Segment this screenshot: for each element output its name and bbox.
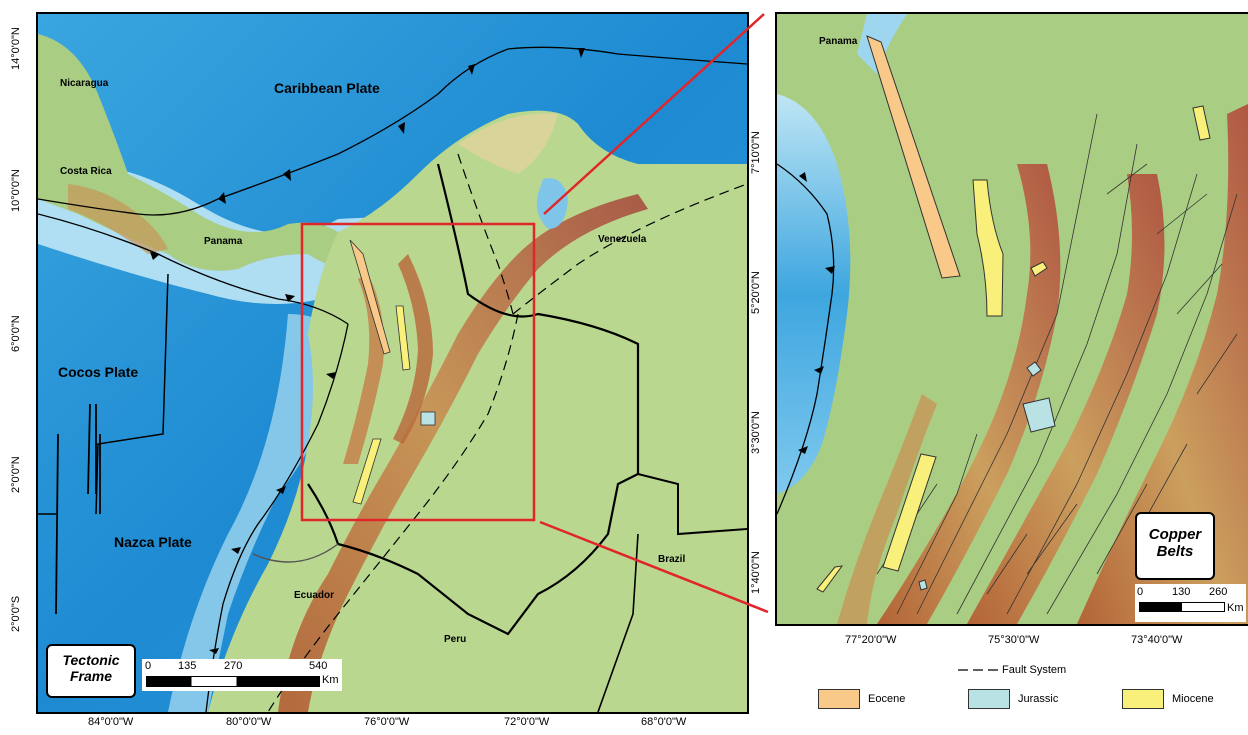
scale-right-unit: Km [1227, 602, 1244, 614]
scale-bar-left: 0 135 270 540 Km [142, 659, 342, 691]
scale-right-260: 260 [1209, 586, 1228, 598]
trench-line [777, 163, 835, 515]
legend-jurassic: Jurassic [968, 689, 1058, 709]
legend-eocene-label: Eocene [868, 693, 906, 705]
scale-right-bar [1139, 602, 1225, 612]
eocene-belt [866, 35, 961, 279]
lon-tick-75-30w: 75°30'0"W [988, 634, 1040, 646]
pacific-ocean [777, 94, 851, 494]
lon-tick-80w: 80°0'0"W [226, 716, 272, 728]
coastal-range [837, 394, 937, 624]
lat-tick-3-30n: 3°30'0"N [750, 411, 762, 454]
copper-belts-map: Panama Copper Belts 0 130 260 Km [775, 12, 1248, 626]
lat-tick-6n: 6°0'0"N [10, 315, 22, 352]
eastern-cordillera [1077, 104, 1248, 624]
scale-left-unit: Km [322, 674, 339, 686]
lon-tick-72w: 72°0'0"W [504, 716, 550, 728]
label-ecuador: Ecuador [294, 590, 335, 601]
legend-jurassic-label: Jurassic [1018, 693, 1059, 705]
miocene-belt-overview-south [352, 438, 382, 505]
miocene-belt-overview-north [395, 305, 411, 371]
lon-tick-68w: 68°0'0"W [641, 716, 687, 728]
lat-tick-1-40n: 1°40'0"N [750, 551, 762, 594]
label-brazil: Brazil [658, 554, 686, 565]
label-panama-inset: Panama [819, 36, 858, 47]
tectonic-frame-title: Tectonic Frame [46, 644, 136, 698]
inset-extent-box [300, 222, 536, 522]
label-peru: Peru [444, 634, 467, 645]
label-costa-rica: Costa Rica [60, 166, 112, 177]
legend-miocene-swatch [1122, 689, 1164, 709]
tectonic-map: Caribbean Plate Cocos Plate Nazca Plate … [36, 12, 749, 714]
miocene-belt-east [1192, 105, 1211, 141]
scale-right-0: 0 [1137, 586, 1144, 598]
plate-boundary-panama [38, 213, 349, 325]
scale-left-540: 540 [309, 660, 328, 672]
label-cocos-plate: Cocos Plate [58, 364, 139, 380]
label-panama: Panama [204, 236, 243, 247]
lat-tick-14n: 14°0'0"N [10, 27, 22, 70]
legend-jurassic-swatch [968, 689, 1010, 709]
miocene-belt-central [972, 179, 1004, 317]
border-colombia [307, 163, 640, 636]
fault-network [876, 113, 1238, 615]
label-venezuela: Venezuela [598, 234, 647, 245]
miocene-belt-south [882, 453, 937, 572]
legend-eocene-swatch [818, 689, 860, 709]
jurassic-belt-overview [420, 411, 436, 426]
legend-miocene: Miocene [1122, 689, 1214, 709]
central-cordillera [967, 174, 1165, 624]
scale-bar-right: 0 130 260 Km [1135, 584, 1246, 622]
legend-fault-label: Fault System [1002, 664, 1067, 676]
fracture-zone [95, 273, 169, 515]
copper-belts-title: Copper Belts [1135, 512, 1215, 580]
relief-costa-rica [68, 184, 168, 254]
tectonic-title-line1: Tectonic [62, 652, 120, 668]
copper-title-line1: Copper [1148, 526, 1202, 543]
land-guajira [458, 113, 558, 174]
scale-left-0: 0 [145, 660, 152, 672]
lon-tick-73-40w: 73°40'0"W [1131, 634, 1183, 646]
jurassic-belt-small [1026, 361, 1042, 377]
scale-left-bar [146, 676, 320, 687]
legend-miocene-label: Miocene [1172, 693, 1214, 705]
tectonic-title-line2: Frame [69, 668, 113, 685]
eocene-belt-overview [349, 239, 391, 355]
subduction-trench [205, 323, 349, 712]
lon-tick-84w: 84°0'0"W [88, 716, 134, 728]
jurassic-belt-large [1022, 397, 1056, 433]
lon-tick-77-20w: 77°20'0"W [845, 634, 897, 646]
label-nicaragua: Nicaragua [60, 78, 109, 89]
transform-faults [55, 403, 101, 615]
andes-central [393, 254, 433, 444]
lat-tick-2s: 2°0'0"S [10, 595, 22, 632]
scale-right-130: 130 [1172, 586, 1191, 598]
legend-fault-system: Fault System [958, 664, 1066, 676]
lat-tick-7-10n: 7°10'0"N [750, 131, 762, 174]
border-ecuador [252, 543, 339, 563]
label-nazca-plate: Nazca Plate [114, 534, 192, 550]
legend-eocene: Eocene [818, 689, 905, 709]
lat-tick-10n: 10°0'0"N [10, 169, 22, 212]
legend-fault-symbol [958, 669, 998, 671]
scale-left-135: 135 [178, 660, 197, 672]
copper-title-line2: Belts [1156, 543, 1194, 561]
miocene-belt-small [1030, 261, 1048, 277]
subduction-teeth [150, 48, 585, 654]
lat-tick-5-20n: 5°20'0"N [750, 271, 762, 314]
label-caribbean-plate: Caribbean Plate [274, 80, 380, 96]
lat-tick-2n: 2°0'0"N [10, 456, 22, 493]
miocene-belt-southwest [816, 565, 844, 593]
jurassic-belt-tiny [918, 579, 928, 591]
andes-western [343, 274, 384, 464]
scale-left-270: 270 [224, 660, 243, 672]
shelf-pacific [168, 314, 338, 712]
tectonic-map-canvas [38, 14, 747, 712]
lon-tick-76w: 76°0'0"W [364, 716, 410, 728]
trench-teeth [798, 172, 835, 454]
